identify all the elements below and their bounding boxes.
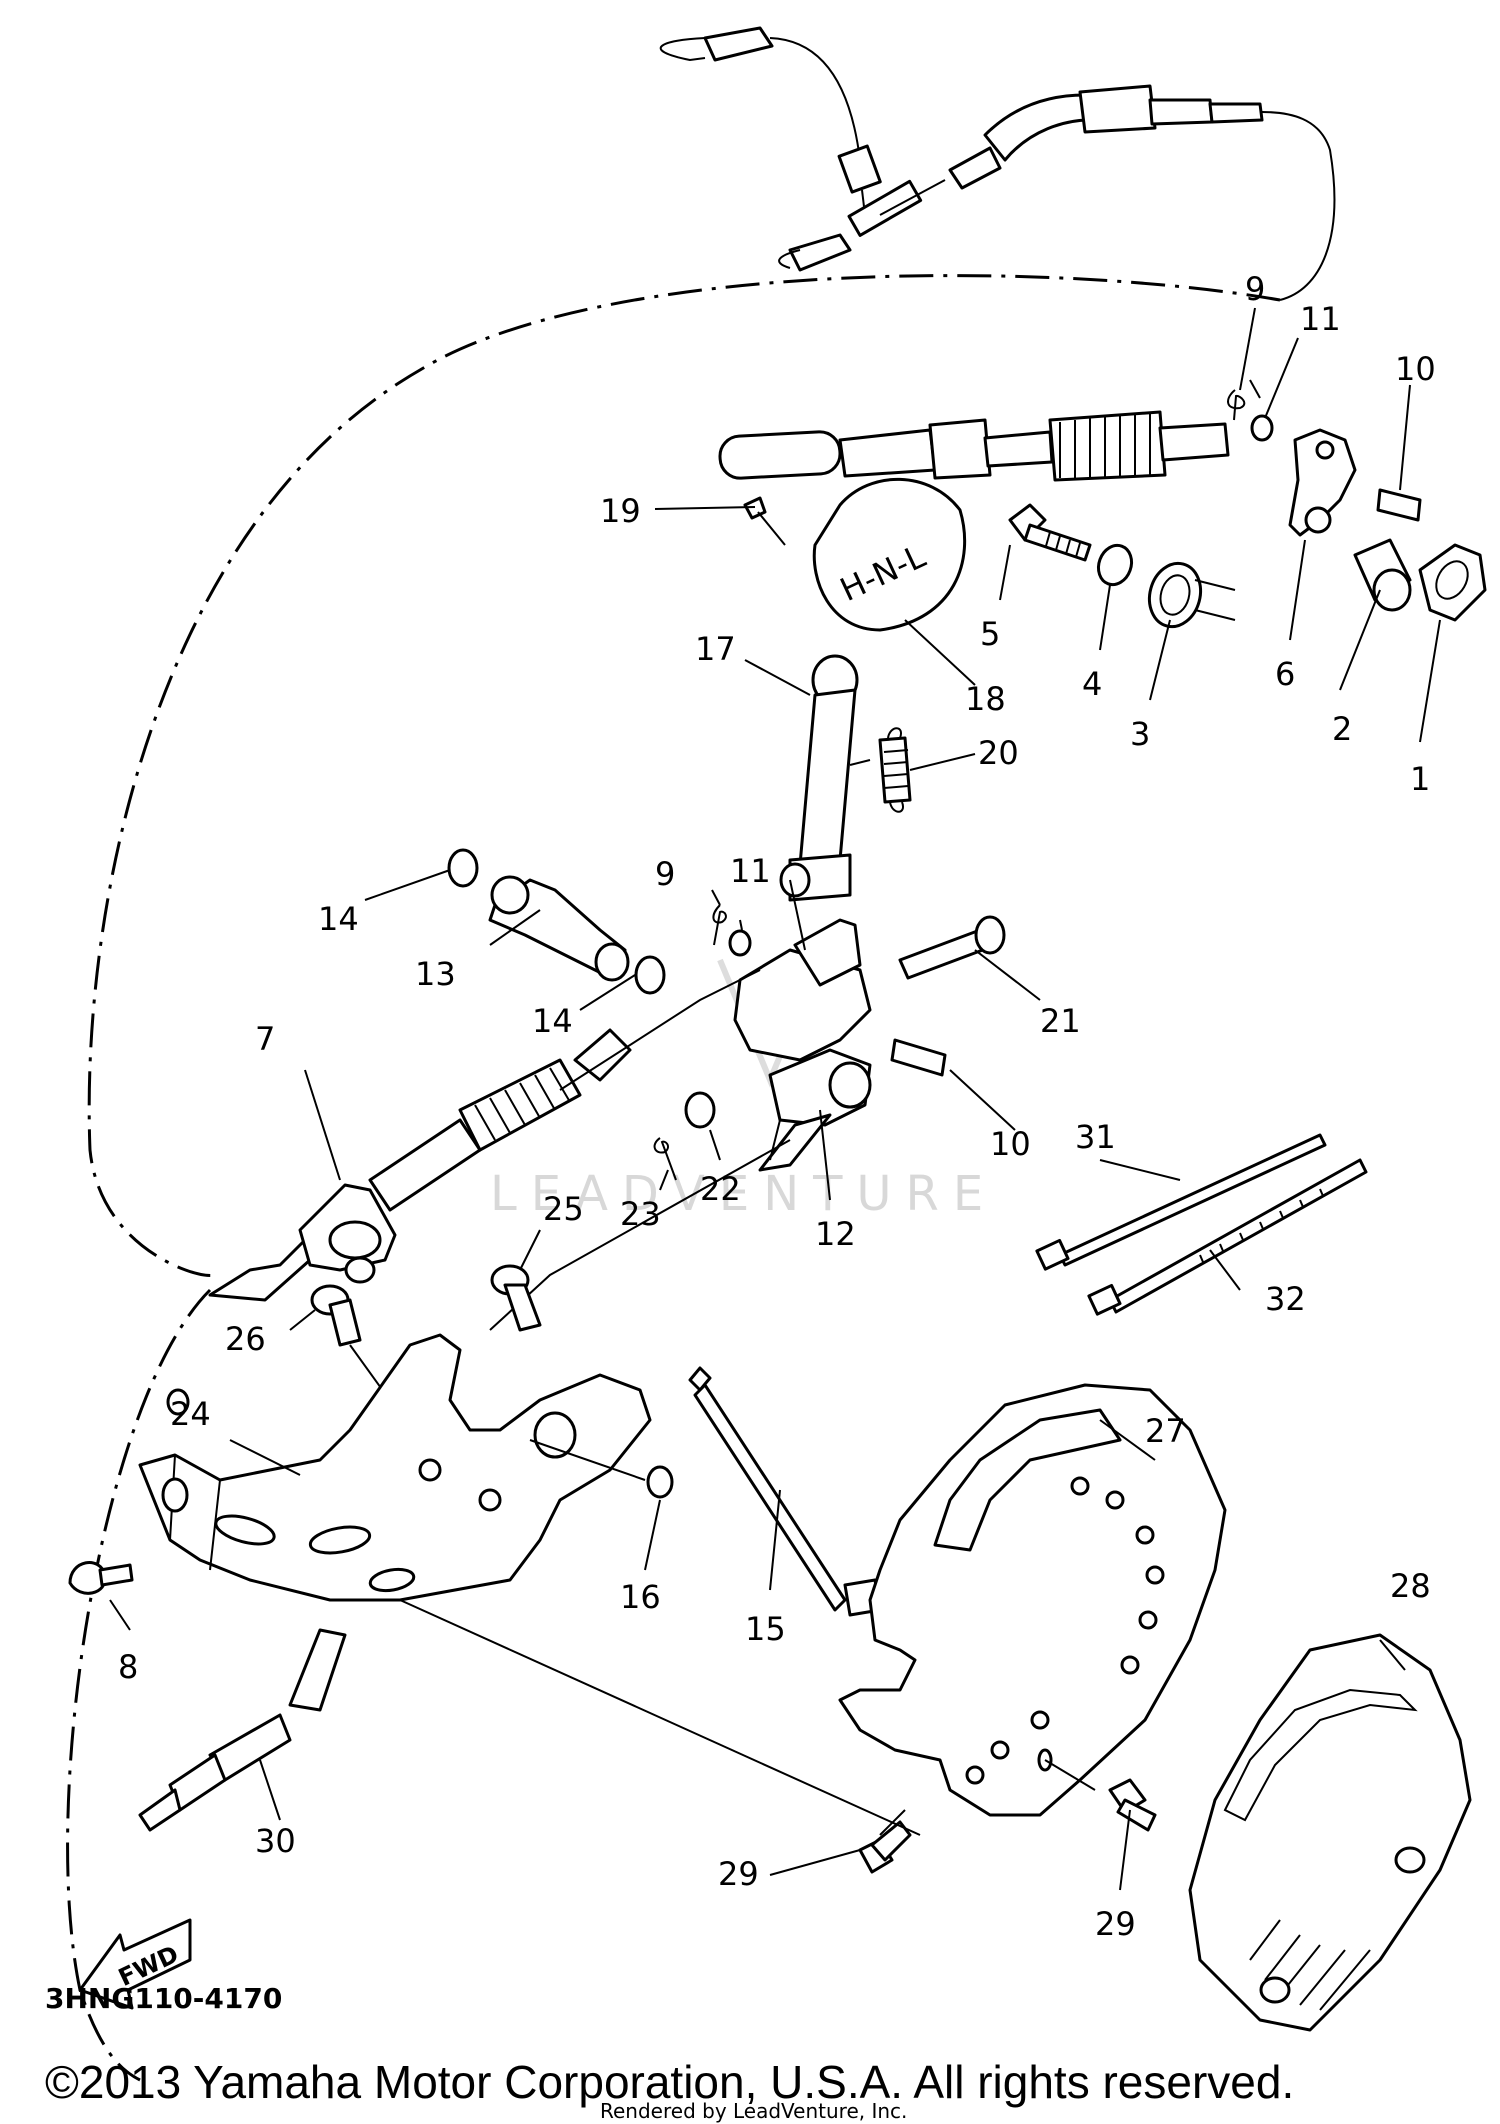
- callout-10-upper: 10: [1395, 350, 1436, 388]
- part-8-bolt: [68, 1561, 134, 1595]
- part-7-shift-cable: [208, 1028, 632, 1302]
- part-12-shift-shaft-lever: [733, 918, 872, 1172]
- callout-23: 23: [620, 1195, 661, 1233]
- callout-24: 24: [170, 1395, 211, 1433]
- part-4-washer: [1096, 543, 1134, 587]
- part-19-screw: [743, 496, 786, 546]
- callout-11-upper: 11: [1300, 300, 1341, 338]
- shift-cable-upper: [718, 410, 1230, 482]
- callout-28: 28: [1390, 1567, 1431, 1605]
- part-24-bracket: [138, 1333, 652, 1602]
- part-13-sleeve: [488, 875, 630, 982]
- part-14-upper-oring: [447, 848, 479, 888]
- upper-cable-assembly: [659, 26, 1336, 301]
- callout-1: 1: [1410, 760, 1430, 798]
- part-30-cable-end: [138, 1628, 347, 1832]
- callout-8: 8: [118, 1648, 138, 1686]
- callout-14-lower: 14: [532, 1002, 573, 1040]
- part-15-long-bolt: [688, 1366, 882, 1617]
- callout-13: 13: [415, 955, 456, 993]
- part-22-washer: [684, 1091, 716, 1129]
- part-10-lower-pin: [890, 1038, 947, 1077]
- watermark-text: LEADVENTURE: [490, 1166, 997, 1222]
- part-6-lever: [1288, 428, 1357, 537]
- part-32-tie-wrap: [1087, 1158, 1368, 1316]
- callout-32: 32: [1265, 1280, 1306, 1318]
- rendered-by-notice: Rendered by LeadVenture, Inc.: [600, 2099, 907, 2123]
- callout-29-right: 29: [1095, 1905, 1136, 1943]
- callout-25: 25: [543, 1190, 584, 1228]
- part-11-lower-washer: [728, 929, 752, 957]
- callout-6: 6: [1275, 655, 1295, 693]
- part-31-tie-wrap: [1035, 1133, 1327, 1271]
- callout-9-upper: 9: [1245, 270, 1265, 308]
- part-14-lower-oring: [634, 955, 666, 995]
- part-16-washer: [646, 1465, 674, 1499]
- callout-27: 27: [1145, 1412, 1186, 1450]
- cable-routing-line: [87, 274, 1281, 1278]
- callout-31: 31: [1075, 1118, 1116, 1156]
- callout-10-lower: 10: [990, 1125, 1031, 1163]
- part-18-knob: H-N-L: [812, 477, 967, 632]
- part-25-bolt: [490, 1264, 542, 1332]
- part-9-lower-clip: [712, 904, 727, 946]
- part-29-right-bolt: [1108, 1778, 1157, 1832]
- callout-4: 4: [1082, 665, 1102, 703]
- part-28-cover: [1188, 1633, 1472, 2032]
- callout-14-upper: 14: [318, 900, 359, 938]
- callout-29-left: 29: [718, 1855, 759, 1893]
- callout-12: 12: [815, 1215, 856, 1253]
- callout-2: 2: [1332, 710, 1352, 748]
- callout-17: 17: [695, 630, 736, 668]
- callout-19: 19: [600, 492, 641, 530]
- callout-9-lower: 9: [655, 855, 675, 893]
- part-2-collar: [1353, 538, 1412, 612]
- part-5-bolt: [1008, 503, 1092, 562]
- part-9-upper-clip: [1227, 389, 1246, 421]
- callout-21: 21: [1040, 1002, 1081, 1040]
- cable-routing-line-lower: [66, 1288, 212, 2082]
- callout-20: 20: [978, 734, 1019, 772]
- callout-18: 18: [965, 680, 1006, 718]
- part-1-cap: [1418, 543, 1487, 622]
- part-17-shift-arm: [779, 654, 859, 902]
- callout-7: 7: [255, 1020, 275, 1058]
- part-21-pin: [898, 915, 1006, 980]
- part-27-cover: [838, 1383, 1227, 1817]
- part-29-left-bolt: [858, 1820, 912, 1874]
- callout-11-lower: 11: [730, 852, 771, 890]
- part-20-spring: [849, 727, 912, 813]
- callout-22: 22: [700, 1170, 741, 1208]
- callout-5: 5: [980, 615, 1000, 653]
- copyright-notice: ©2013 Yamaha Motor Corporation, U.S.A. A…: [45, 2056, 1294, 2108]
- part-11-upper-washer: [1250, 414, 1274, 442]
- part-23-clip: [653, 1137, 677, 1181]
- callout-26: 26: [225, 1320, 266, 1358]
- diagram-code: 3HNG110-4170: [45, 1982, 282, 2015]
- callout-15: 15: [745, 1610, 786, 1648]
- callout-30: 30: [255, 1822, 296, 1860]
- callout-3: 3: [1130, 715, 1150, 753]
- callout-leaders: [109, 307, 1441, 1891]
- part-3-spring: [1147, 561, 1236, 629]
- callout-16: 16: [620, 1578, 661, 1616]
- part-10-upper-pin: [1376, 488, 1422, 522]
